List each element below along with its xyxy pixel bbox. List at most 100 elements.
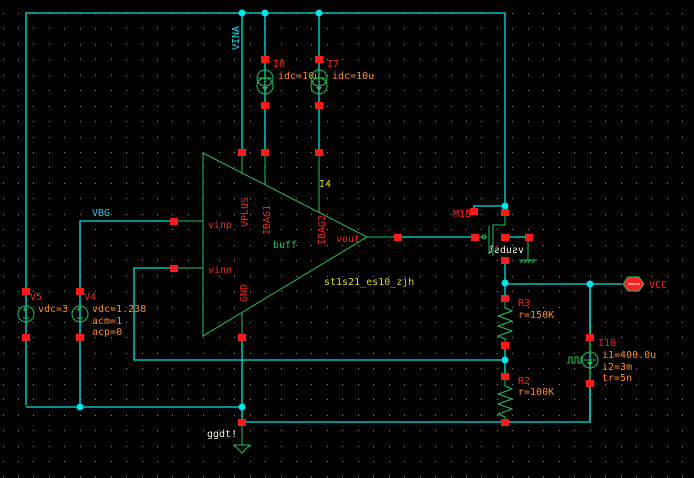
buff-pin-gnd[interactable] bbox=[238, 334, 246, 341]
grid-dot bbox=[111, 167, 112, 168]
m15-pin-drain[interactable] bbox=[501, 209, 509, 216]
grid-dot bbox=[111, 353, 112, 354]
m15-pin-drain-tap[interactable] bbox=[470, 208, 478, 215]
grid-dot bbox=[157, 167, 158, 168]
grid-dot bbox=[342, 198, 343, 199]
i7-pin-bottom[interactable] bbox=[315, 102, 323, 109]
grid-dot bbox=[327, 415, 328, 416]
m15-pin-bulk-right[interactable] bbox=[525, 234, 533, 241]
grid-dot bbox=[481, 198, 482, 199]
i10-pin-top[interactable] bbox=[586, 334, 594, 341]
i6-pin-bottom[interactable] bbox=[261, 102, 269, 109]
grid-dot bbox=[250, 59, 251, 60]
v5-pin-bottom[interactable] bbox=[22, 334, 30, 341]
current-source-i7[interactable]: I7 idc=10u bbox=[310, 56, 374, 156]
gnd-pin[interactable] bbox=[238, 419, 246, 426]
r3-pin-bottom[interactable] bbox=[501, 342, 509, 349]
resistor-r2[interactable]: R2 r=100K bbox=[496, 373, 554, 426]
buff-pin-vout[interactable] bbox=[394, 234, 402, 241]
grid-dot bbox=[3, 337, 4, 338]
grid-dot bbox=[651, 415, 652, 416]
grid-dot bbox=[172, 384, 173, 385]
buff-pin-vplus[interactable] bbox=[238, 149, 246, 156]
grid-dot bbox=[651, 322, 652, 323]
grid-dot bbox=[311, 399, 312, 400]
resistor-r3[interactable]: R3 r=150K bbox=[496, 295, 554, 349]
v5-pin-top[interactable] bbox=[22, 288, 30, 295]
r2-pin-bottom[interactable] bbox=[501, 419, 509, 426]
current-source-i6[interactable]: I6 idc=10u bbox=[256, 56, 320, 156]
grid-dot bbox=[265, 430, 266, 431]
grid-dot bbox=[543, 291, 544, 292]
grid-dot bbox=[373, 229, 374, 230]
buff-pin-vinp[interactable] bbox=[170, 218, 178, 225]
wire-m15-drain-tap[interactable] bbox=[473, 205, 505, 213]
grid-dot bbox=[342, 260, 343, 261]
grid-dot bbox=[373, 415, 374, 416]
v5-plus-icon: + bbox=[22, 305, 28, 315]
v4-pin-bottom[interactable] bbox=[76, 334, 84, 341]
grid-dot bbox=[265, 476, 266, 477]
grid-dot bbox=[451, 44, 452, 45]
r2-pin-top[interactable] bbox=[501, 373, 509, 380]
grid-dot bbox=[451, 229, 452, 230]
grid-dot bbox=[80, 75, 81, 76]
grid-dot bbox=[33, 183, 34, 184]
grid-dot bbox=[49, 152, 50, 153]
v4-pin-top[interactable] bbox=[76, 288, 84, 295]
grid-dot bbox=[481, 75, 482, 76]
grid-dot bbox=[95, 430, 96, 431]
grid-dot bbox=[111, 137, 112, 138]
wire-gnd-bottom[interactable] bbox=[242, 284, 591, 423]
grid-dot bbox=[95, 415, 96, 416]
grid-dot bbox=[142, 291, 143, 292]
grid-dot bbox=[651, 291, 652, 292]
grid-dot bbox=[111, 260, 112, 261]
grid-dot bbox=[451, 152, 452, 153]
grid-dot bbox=[18, 167, 19, 168]
grid-dot bbox=[142, 44, 143, 45]
buff-pin-ibag1[interactable] bbox=[261, 149, 269, 156]
grid-dot bbox=[605, 198, 606, 199]
wire-vbg[interactable] bbox=[79, 220, 173, 405]
transistor-m15[interactable]: M15 vsubsl bbox=[453, 208, 537, 264]
grid-dot bbox=[126, 307, 127, 308]
grid-dot bbox=[95, 28, 96, 29]
voltage-source-v4[interactable]: + V4 vdc=1.238 acm=1 acp=0 bbox=[71, 288, 146, 341]
grid-dot bbox=[590, 214, 591, 215]
buff-pin-ibag2[interactable] bbox=[315, 149, 323, 156]
grid-dot bbox=[234, 446, 235, 447]
port-vcc[interactable]: VCC bbox=[622, 276, 667, 292]
grid-dot bbox=[157, 291, 158, 292]
grid-dot bbox=[512, 183, 513, 184]
grid-dot bbox=[172, 28, 173, 29]
grid-dot bbox=[543, 430, 544, 431]
m15-pin-bulk[interactable] bbox=[501, 234, 509, 241]
grid-dot bbox=[80, 137, 81, 138]
buffer-i4[interactable]: vinp vinn VPLUS IBAG1 IBAG2 GND vout buf… bbox=[170, 149, 414, 341]
i6-name: I6 bbox=[273, 59, 285, 70]
r3-pin-top[interactable] bbox=[501, 295, 509, 302]
m15-pin-gate[interactable] bbox=[471, 234, 479, 241]
buff-pin-vinn[interactable] bbox=[170, 265, 178, 272]
grid-dot bbox=[667, 245, 668, 246]
voltage-source-v5[interactable]: + V5 vdc=3 bbox=[17, 288, 68, 341]
grid-dot bbox=[636, 446, 637, 447]
grid-dot bbox=[327, 214, 328, 215]
grid-dot bbox=[497, 245, 498, 246]
ground-gnd[interactable]: ggdt! bbox=[207, 419, 252, 454]
wire-vinn-feedback[interactable] bbox=[133, 267, 505, 361]
pulse-current-source-i10[interactable]: I10 i1=400.0u i2=3m tr=5n bbox=[567, 334, 656, 422]
i10-pin-bottom[interactable] bbox=[586, 380, 594, 387]
grid-dot bbox=[157, 415, 158, 416]
grid-dot bbox=[3, 415, 4, 416]
grid-dot bbox=[497, 214, 498, 215]
grid-dot bbox=[281, 90, 282, 91]
m15-pin-source[interactable] bbox=[501, 257, 509, 264]
grid-dot bbox=[682, 260, 683, 261]
i6-pin-top[interactable] bbox=[261, 56, 269, 63]
grid-dot bbox=[3, 75, 4, 76]
grid-dot bbox=[142, 152, 143, 153]
i7-pin-top[interactable] bbox=[315, 56, 323, 63]
